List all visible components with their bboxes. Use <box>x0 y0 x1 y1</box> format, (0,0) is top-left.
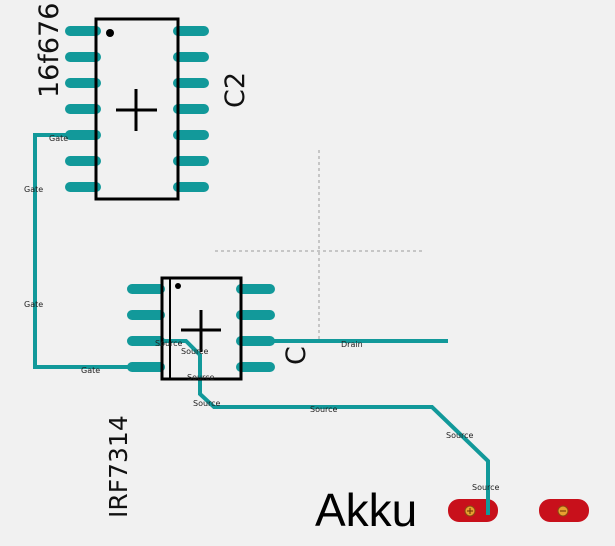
source-trace[interactable] <box>135 339 490 510</box>
minus-terminal-icon[interactable] <box>539 499 589 522</box>
net-label-gate: Gate <box>49 134 68 143</box>
net-label-gate: Gate <box>81 366 100 375</box>
center-guides <box>215 150 422 340</box>
chip-c1-right-pads <box>236 284 275 372</box>
chip-c1-ref-label: C <box>281 346 312 365</box>
net-label-source: Source <box>181 347 209 356</box>
net-label-gate: Gate <box>24 300 43 309</box>
net-label-source: Source <box>187 373 215 382</box>
chip-c1-body <box>160 276 243 381</box>
traces <box>33 133 490 510</box>
net-label-source: Source <box>155 339 183 348</box>
net-labels: Gate Gate Gate Gate Source Source Source… <box>24 134 500 492</box>
chip-c1-left-pads <box>127 284 165 372</box>
chip-c2-part-label: 16f676 <box>34 3 65 98</box>
gate-trace[interactable] <box>33 133 135 369</box>
chip-c1-part-label: IRF7314 <box>104 415 133 518</box>
net-label-drain: Drain <box>341 340 363 349</box>
battery-connector[interactable]: Akku <box>315 484 589 536</box>
net-label-source: Source <box>193 399 221 408</box>
chip-c1[interactable]: C IRF7314 <box>104 276 312 518</box>
crosshair-icon <box>116 89 157 131</box>
chip-c2[interactable]: 16f676 C2 <box>34 3 251 201</box>
plus-terminal-icon[interactable] <box>448 494 498 522</box>
chip-c2-body <box>94 17 180 201</box>
net-label-gate: Gate <box>24 185 43 194</box>
net-label-source: Source <box>310 405 338 414</box>
crosshair-icon <box>181 310 221 352</box>
chip-c2-ref-label: C2 <box>220 72 251 108</box>
pin1-dot <box>106 29 114 37</box>
pin1-dot <box>175 283 181 289</box>
connector-label: Akku <box>315 484 417 536</box>
net-label-source: Source <box>446 431 474 440</box>
net-label-source: Source <box>472 483 500 492</box>
chip-c2-left-pads <box>65 26 101 192</box>
chip-c2-right-pads <box>173 26 209 192</box>
